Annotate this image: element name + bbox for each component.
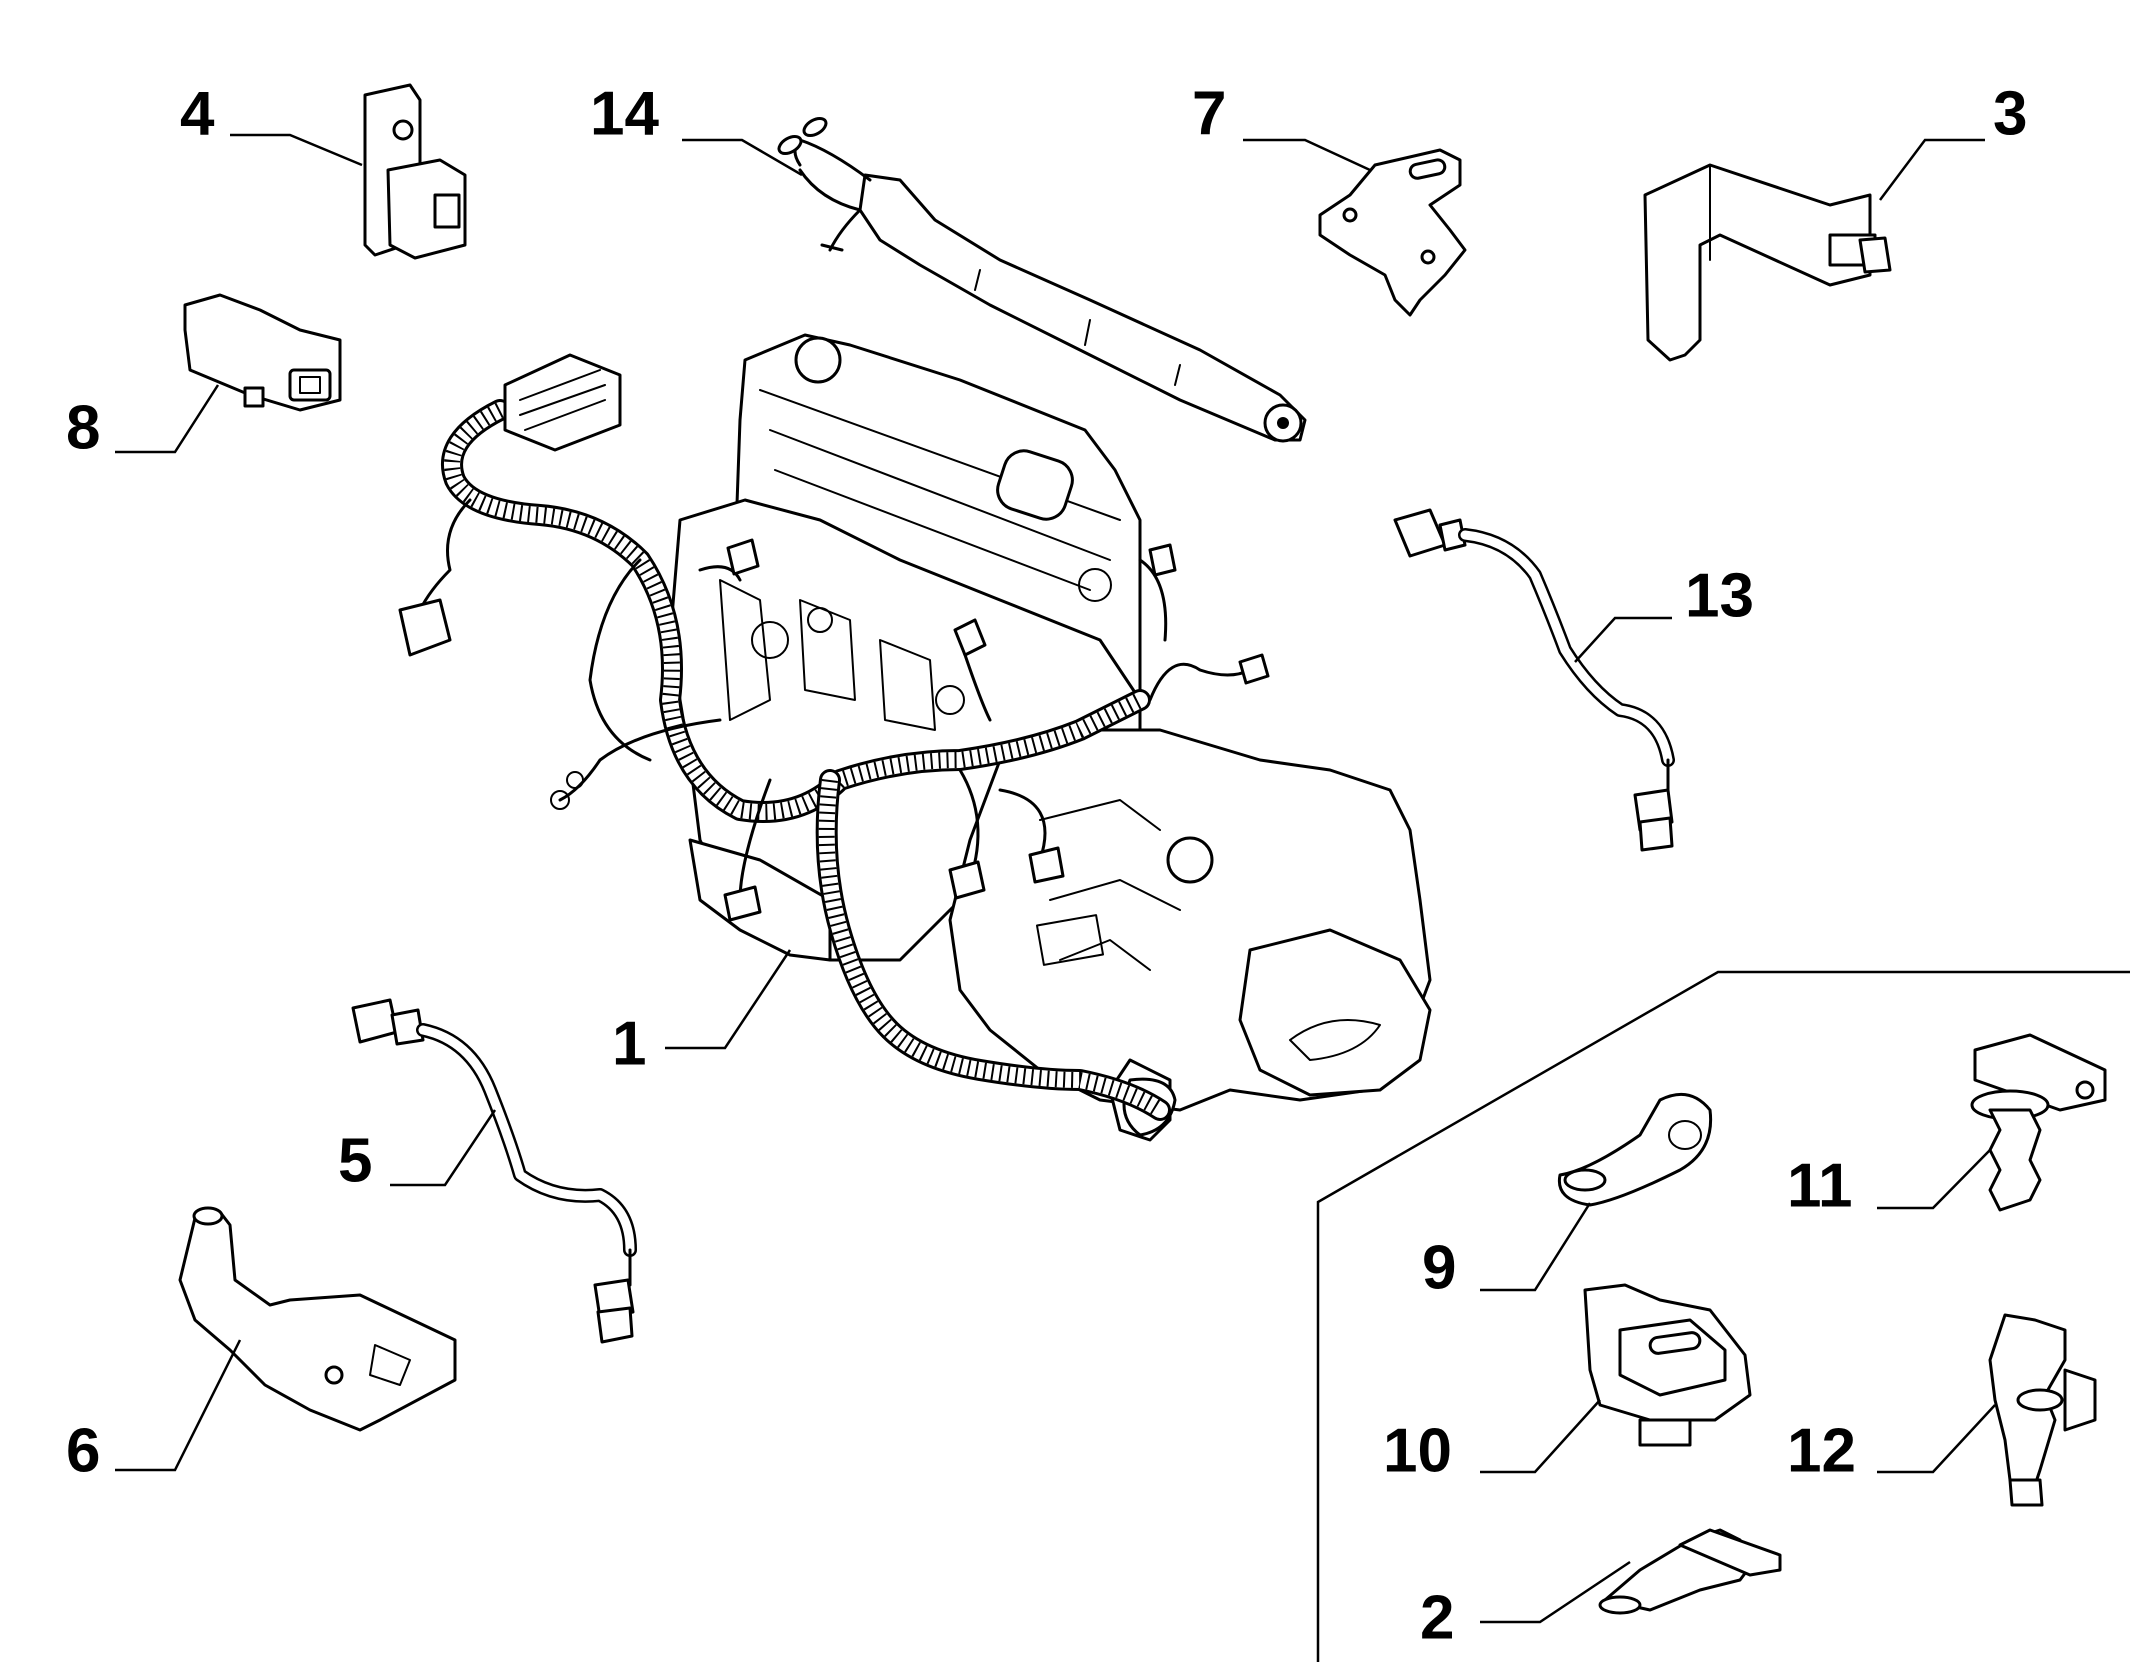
callout-12: 12 [1787, 1416, 1856, 1485]
leader-10 [1480, 1399, 1601, 1474]
part-5-sensor-lead [351, 998, 637, 1344]
callout-1: 1 [612, 1009, 646, 1078]
callout-4: 4 [180, 79, 215, 148]
leader-13 [1574, 616, 1672, 663]
callout-7: 7 [1192, 79, 1226, 148]
part-3-z-bracket [1643, 163, 1892, 362]
engine-assembly [398, 333, 1432, 1142]
part-8-connector [183, 293, 342, 412]
part-2-cable-tie [1598, 1528, 1782, 1615]
callout-9: 9 [1422, 1233, 1456, 1302]
part-11-push-fastener [1970, 1033, 2107, 1212]
part-12-harness-clip [1988, 1313, 2097, 1507]
leader-7 [1243, 138, 1371, 172]
leader-9 [1480, 1202, 1592, 1292]
part-13-sensor-lead [1393, 508, 1675, 852]
callout-10: 10 [1383, 1416, 1452, 1485]
leader-11 [1877, 1149, 1991, 1210]
part-14-rail [777, 116, 1307, 443]
leader-8 [115, 384, 220, 454]
part-6-bracket [178, 1206, 457, 1432]
callout-13: 13 [1685, 561, 1754, 630]
callout-3: 3 [1993, 79, 2027, 148]
leader-6 [115, 1339, 242, 1472]
leader-14 [682, 138, 803, 177]
callout-5: 5 [338, 1126, 372, 1195]
leader-2 [1480, 1560, 1631, 1624]
leader-5 [390, 1109, 497, 1187]
part-4-sensor-bracket [363, 83, 467, 260]
leader-3 [1879, 138, 1985, 201]
callout-11: 11 [1787, 1151, 1853, 1220]
part-7-plate-bracket [1318, 148, 1467, 317]
callout-labels: 1 2 3 4 5 6 7 8 9 10 11 12 13 14 [66, 79, 2027, 1652]
callout-8: 8 [66, 393, 100, 462]
leader-12 [1877, 1404, 1996, 1474]
callout-6: 6 [66, 1416, 100, 1485]
inset-divider [1316, 970, 2130, 1662]
part-10-clip [1583, 1283, 1752, 1447]
leader-1 [665, 949, 792, 1050]
leader-lines [115, 133, 1996, 1624]
part-9-p-clip [1557, 1092, 1713, 1207]
leader-4 [230, 133, 363, 167]
callout-14: 14 [590, 79, 659, 148]
callout-2: 2 [1420, 1583, 1454, 1652]
